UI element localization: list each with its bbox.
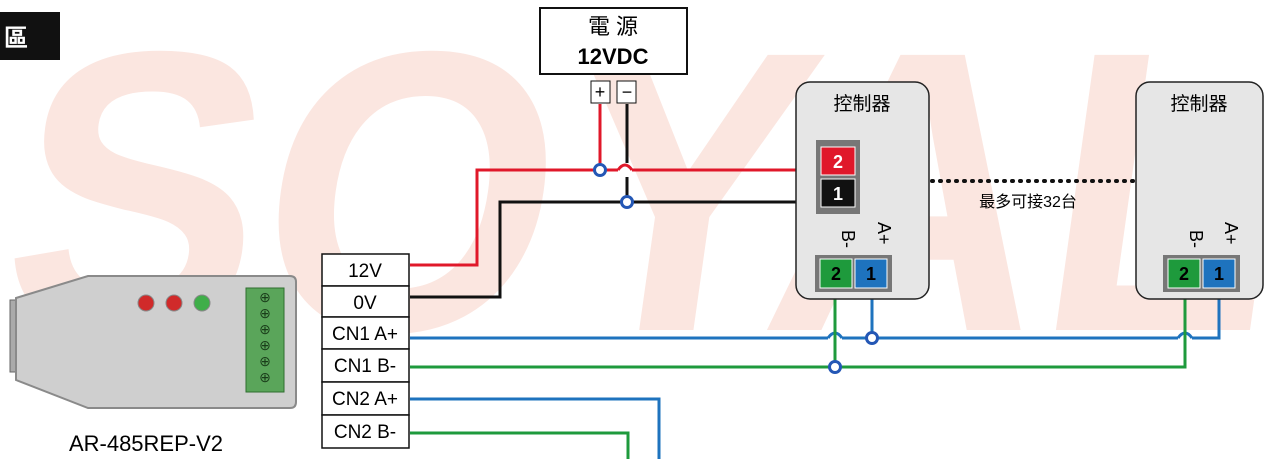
bus-pin-1 <box>854 258 888 289</box>
terminal-label: CN1 B- <box>334 356 396 377</box>
junction-red <box>593 163 607 177</box>
svg-text:⊕: ⊕ <box>259 337 271 353</box>
svg-text:⊕: ⊕ <box>259 321 271 337</box>
svg-text:⊕: ⊕ <box>259 369 271 385</box>
terminal-label: 12V <box>348 261 382 282</box>
led-green-icon <box>193 294 211 312</box>
power-pin-2-label: 2 <box>833 152 843 172</box>
bus-pin-2 <box>819 258 853 289</box>
repeater-device: ⊕ ⊕ ⊕ ⊕ ⊕ ⊕ <box>9 275 297 409</box>
bus-label-b: B- <box>838 230 858 248</box>
junction-green <box>828 360 842 374</box>
terminal-table: 12V 0V CN1 A+ CN1 B- CN2 A+ CN2 B- <box>321 253 410 449</box>
controller-title: 控制器 <box>1170 93 1227 115</box>
bus-label-b: B- <box>1186 230 1206 248</box>
bus-pin-2 <box>1167 258 1201 289</box>
terminal-label: CN1 A+ <box>332 324 398 345</box>
corner-label-bg <box>0 12 60 60</box>
svg-text:⊕: ⊕ <box>259 289 271 305</box>
power-minus-label: − <box>622 82 633 102</box>
terminal-label: CN2 A+ <box>332 389 398 410</box>
power-pin-2 <box>820 146 856 176</box>
terminal-label: CN2 B- <box>334 422 396 443</box>
power-pin-1-label: 1 <box>833 184 843 204</box>
bus-pin-2-label: 2 <box>1179 264 1189 284</box>
power-title: 電 源 <box>588 14 638 39</box>
bus-pin-1 <box>1202 258 1236 289</box>
blue-cn1-bus-end <box>1192 290 1221 340</box>
junction-black <box>620 195 634 209</box>
bus-pin-2-label: 2 <box>831 264 841 284</box>
terminal-label: 0V <box>353 293 377 314</box>
corner-label: 區 <box>4 25 28 52</box>
controller-1: 控制器 2 1 B- A+ 2 1 <box>795 81 930 300</box>
bus-pin-1-label: 1 <box>866 264 876 284</box>
power-plus-label: + <box>595 82 606 102</box>
led-red-icon <box>165 294 183 312</box>
terminal-block <box>245 287 285 393</box>
controller-title: 控制器 <box>833 93 890 115</box>
svg-text:⊕: ⊕ <box>259 305 271 321</box>
green-cn2-wire <box>410 431 630 459</box>
bus-label-a: A+ <box>1221 222 1241 245</box>
blue-cn2-wire <box>410 397 661 459</box>
device-name: AR-485REP-V2 <box>69 431 223 456</box>
red-power-wire-hop <box>616 163 634 171</box>
controller-2: 控制器 B- A+ 2 1 <box>1135 81 1264 300</box>
red-power-wire <box>410 168 618 267</box>
bus-label-a: A+ <box>874 222 894 245</box>
bus-pin-1-label: 1 <box>1214 264 1224 284</box>
power-supply: 電 源 12VDC + − <box>539 7 688 104</box>
max-note: 最多可接32台 <box>979 193 1077 211</box>
power-voltage: 12VDC <box>578 44 649 69</box>
power-pin-1 <box>820 178 856 208</box>
black-ground-wire <box>410 200 822 299</box>
svg-text:⊕: ⊕ <box>259 353 271 369</box>
junction-blue <box>865 331 879 345</box>
green-cn1-bus <box>410 290 1187 369</box>
led-red-icon <box>137 294 155 312</box>
